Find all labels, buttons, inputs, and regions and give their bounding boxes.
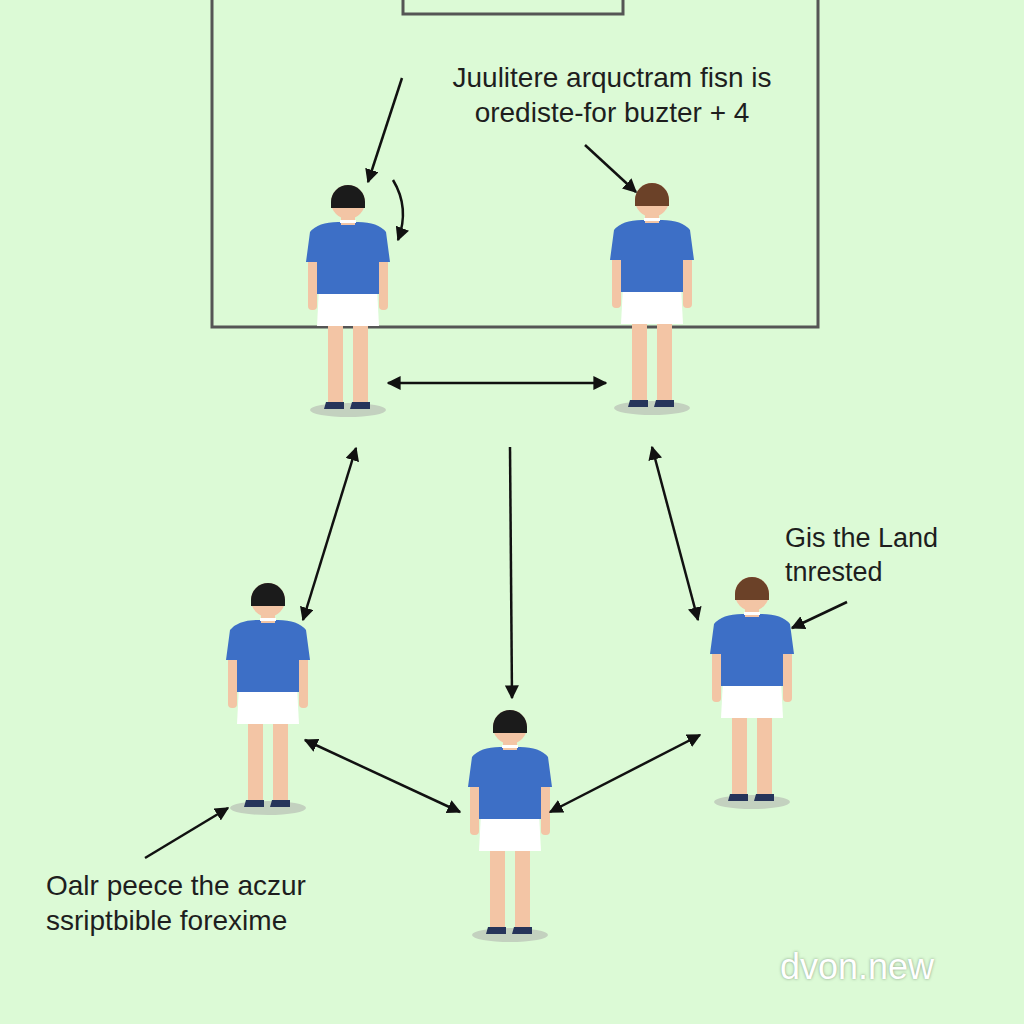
player-figure (610, 183, 694, 415)
watermark: dvon.new (780, 944, 1010, 989)
leader-arrow (792, 602, 847, 628)
run-arrow (510, 447, 512, 698)
note-label: Juulitere arquctram fisn is orediste-for… (402, 60, 822, 130)
pass-arrow (388, 382, 606, 385)
leader-arrow (585, 145, 636, 192)
pass-arrow (305, 740, 460, 812)
leader-arrow (145, 808, 228, 858)
player-figure (226, 583, 310, 815)
leader-arrow (368, 78, 402, 182)
movement-arrows (145, 78, 847, 858)
player-figure (710, 577, 794, 809)
pass-arrow (652, 447, 698, 620)
players (226, 183, 794, 942)
note-label: Oalr peece the aczur ssriptbible forexim… (46, 868, 376, 938)
turn-arrow (393, 180, 403, 240)
player-figure (468, 710, 552, 942)
pass-arrow (550, 735, 700, 812)
player-figure (306, 185, 390, 417)
pass-arrow (303, 448, 356, 620)
note-label: Gis the Land tnrested (785, 522, 980, 590)
goal-area (212, 0, 818, 327)
